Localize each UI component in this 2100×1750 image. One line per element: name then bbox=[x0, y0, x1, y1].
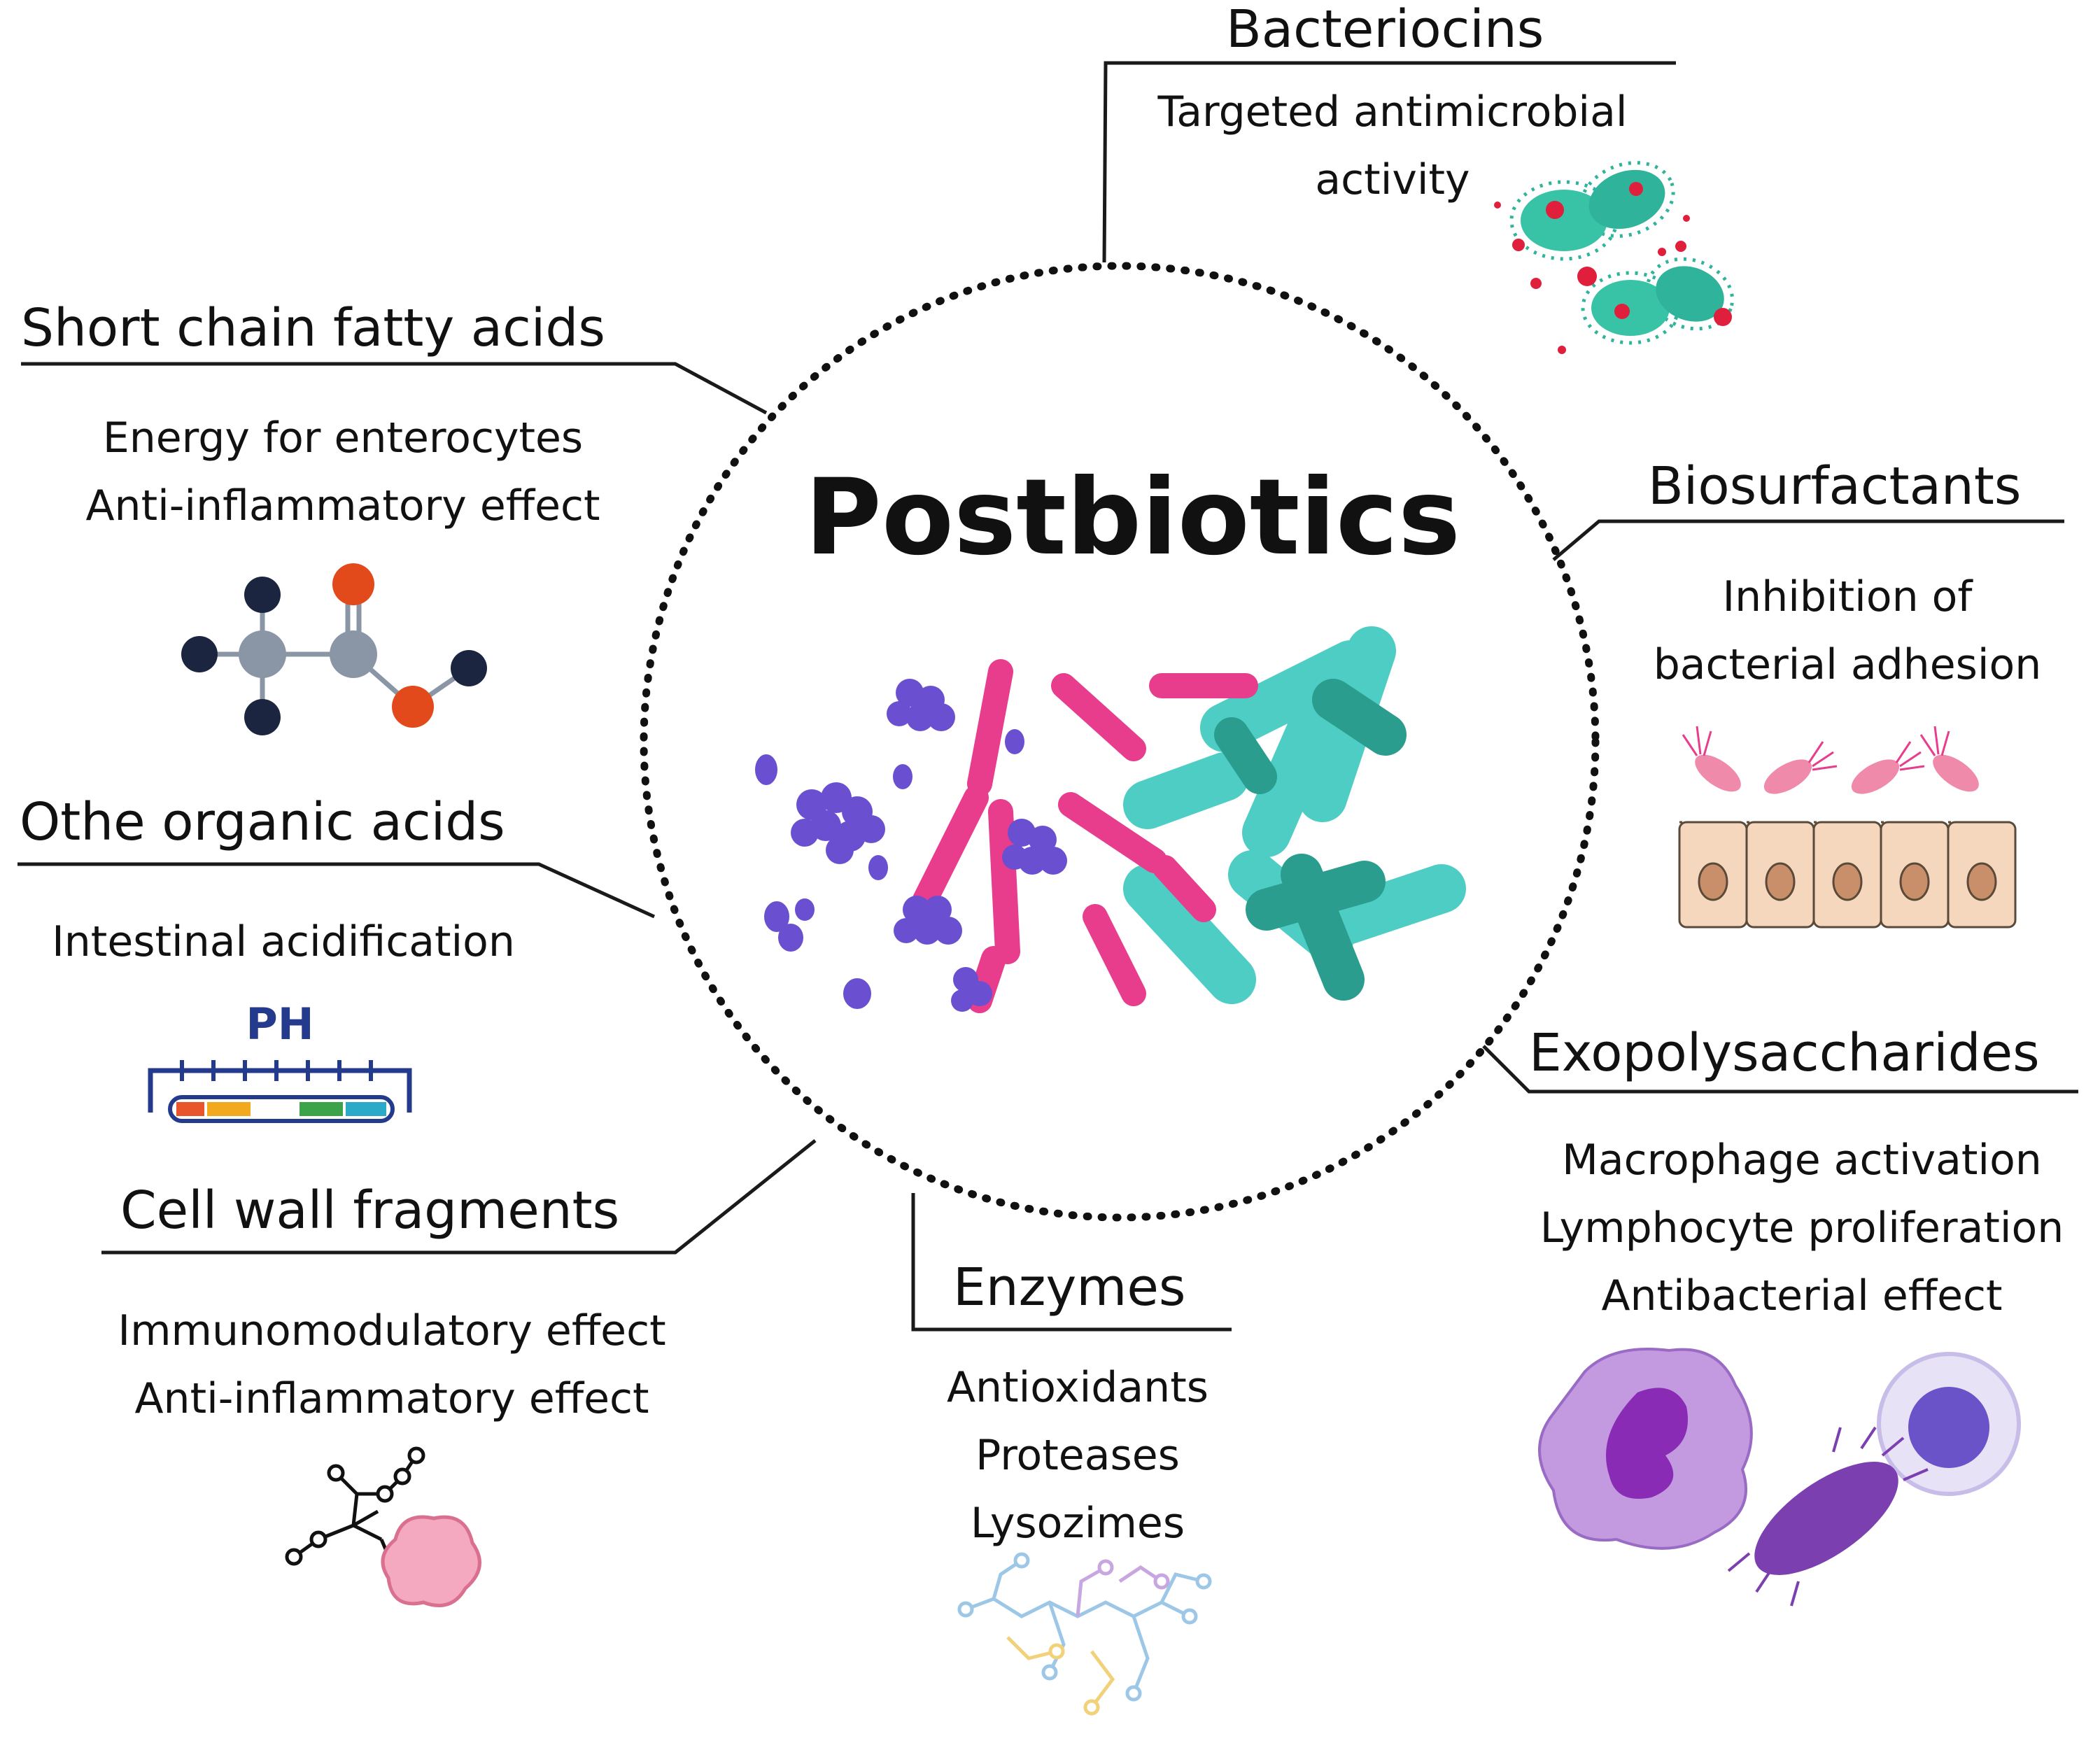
immune-cells-icon bbox=[1538, 1348, 2021, 1607]
bacteriocins-description: Targeted antimicrobial activity bbox=[1127, 78, 1658, 214]
cell-wall-title: Cell wall fragments bbox=[120, 1180, 620, 1241]
bacteriocins-line-1: Targeted antimicrobial bbox=[1157, 87, 1628, 136]
biosurfactants-line-2: bacterial adhesion bbox=[1653, 640, 2042, 689]
connector-lines bbox=[17, 61, 2078, 1332]
bacteriocins-title: Bacteriocins bbox=[1226, 0, 1544, 59]
ph-scale-icon: PH bbox=[148, 999, 412, 1123]
exopolysaccharides-line-3: Antibacterial effect bbox=[1601, 1271, 2003, 1320]
connector-exopolysaccharides bbox=[1482, 1045, 2078, 1094]
connector-cell-wall bbox=[101, 1139, 817, 1255]
enzymes-title: Enzymes bbox=[953, 1257, 1186, 1318]
connector-scfa bbox=[21, 362, 768, 415]
cell-wall-line-1: Immunomodulatory effect bbox=[118, 1306, 666, 1355]
center-dotted-circle bbox=[640, 262, 1600, 1222]
bacteriocins-line-2: activity bbox=[1315, 155, 1470, 204]
enzymes-line-1: Antioxidants bbox=[947, 1363, 1208, 1412]
exopolysaccharides-line-2: Lymphocyte proliferation bbox=[1539, 1204, 2064, 1252]
exopolysaccharides-description: Macrophage activation Lymphocyte prolife… bbox=[1504, 1127, 2099, 1330]
enzymes-line-3: Lysozimes bbox=[970, 1499, 1185, 1548]
exopolysaccharides-title: Exopolysaccharides bbox=[1529, 1023, 2040, 1083]
cell-wall-description: Immunomodulatory effect Anti-inflammator… bbox=[77, 1297, 707, 1433]
cell-wall-line-2: Anti-inflammatory effect bbox=[134, 1374, 649, 1423]
scfa-line-2: Anti-inflammatory effect bbox=[85, 481, 600, 530]
connector-organic-acids bbox=[17, 862, 656, 919]
postbiotics-microbes-icon bbox=[755, 626, 1466, 1013]
scfa-line-1: Energy for enterocytes bbox=[102, 414, 584, 463]
ph-label: PH bbox=[246, 999, 313, 1050]
organic-acids-description: Intestinal acidification bbox=[14, 908, 553, 976]
organic-acids-line-1: Intestinal acidification bbox=[52, 917, 515, 966]
connector-enzymes bbox=[911, 1193, 1232, 1332]
scfa-description: Energy for enterocytes Anti-inflammatory… bbox=[28, 404, 658, 540]
cell-wall-fragment-icon bbox=[285, 1446, 481, 1607]
center-title: Postbiotics bbox=[805, 457, 1461, 579]
exopolysaccharides-line-1: Macrophage activation bbox=[1562, 1136, 2042, 1185]
biosurfactants-title: Biosurfactants bbox=[1648, 456, 2022, 516]
enzymes-line-2: Proteases bbox=[975, 1431, 1180, 1480]
scfa-title: Short chain fatty acids bbox=[21, 298, 605, 358]
enzymes-description: Antioxidants Proteases Lysozimes bbox=[889, 1354, 1267, 1558]
enterocyte-icon bbox=[1678, 726, 2017, 929]
molecule-icon bbox=[181, 563, 487, 735]
connector-biosurfactants bbox=[1552, 519, 2064, 561]
bacteria-cluster-icon bbox=[1494, 161, 1735, 354]
connector-bacteriocins bbox=[1102, 61, 1676, 263]
biosurfactants-description: Inhibition of bacterial adhesion bbox=[1581, 563, 2100, 699]
enzyme-network-icon bbox=[957, 1552, 1212, 1716]
organic-acids-title: Othe organic acids bbox=[20, 792, 505, 852]
biosurfactants-line-1: Inhibition of bbox=[1722, 572, 1973, 621]
